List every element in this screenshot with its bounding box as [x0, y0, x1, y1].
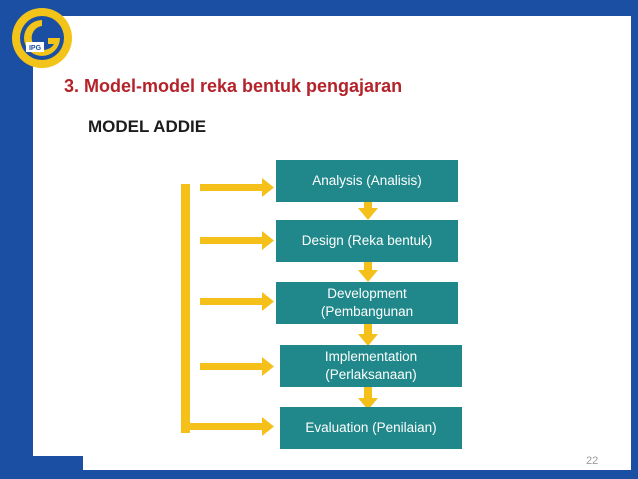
- flow-arrow-4: [358, 386, 378, 410]
- feedback-arrow-3: [200, 292, 274, 311]
- svg-text:IPG: IPG: [29, 45, 42, 52]
- feedback-arrow-5: [190, 417, 274, 436]
- ipg-logo-icon: IPG: [12, 8, 72, 68]
- feedback-arrow-2: [200, 231, 274, 250]
- flow-arrow-2: [358, 256, 378, 282]
- page-number: 22: [586, 455, 599, 467]
- step-analysis: Analysis (Analisis): [276, 160, 458, 202]
- feedback-bar: [181, 184, 190, 433]
- feedback-arrow-1: [200, 178, 274, 197]
- slide-top-area: [83, 16, 631, 66]
- feedback-arrow-4: [200, 357, 274, 376]
- slide-title: 3. Model-model reka bentuk pengajaran: [64, 76, 403, 96]
- flow-arrow-1: [358, 196, 378, 220]
- flow-arrow-3: [358, 320, 378, 346]
- step-implementation: Implementation (Perlaksanaan): [280, 345, 462, 387]
- slide-bottom-white: [83, 456, 631, 470]
- slide-subtitle: MODEL ADDIE: [88, 117, 207, 136]
- step-evaluation: Evaluation (Penilaian): [280, 407, 462, 449]
- step-development: Development (Pembangunan: [276, 282, 458, 324]
- step-design: Design (Reka bentuk): [276, 220, 458, 262]
